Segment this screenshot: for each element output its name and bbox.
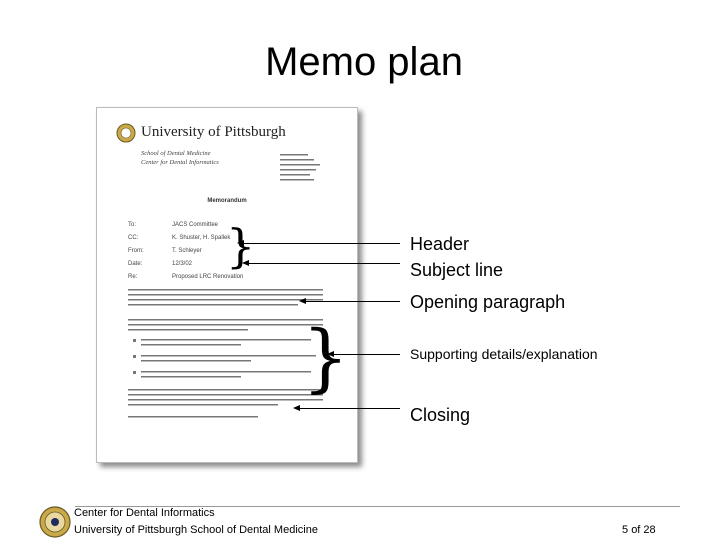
memo-heading: Memorandum bbox=[207, 198, 247, 204]
slide-title: Memo plan bbox=[265, 40, 463, 84]
header-brace: } bbox=[226, 219, 256, 273]
memo-field-value: T. Schleyer bbox=[172, 248, 202, 254]
memo-field-label: From: bbox=[128, 248, 144, 254]
label-header: Header bbox=[410, 234, 470, 254]
memo-document-graphic bbox=[116, 123, 323, 418]
memo-university-name: University of Pittsburgh bbox=[141, 124, 286, 140]
footer-center-name: Center for Dental Informatics bbox=[74, 507, 215, 519]
label-subject-line: Subject line bbox=[410, 260, 504, 280]
details-brace: } bbox=[302, 315, 350, 401]
memo-thumbnail: University of Pittsburgh School of Denta… bbox=[96, 107, 358, 463]
memo-field-value: Proposed LRC Renovation bbox=[172, 274, 244, 280]
memo-field-label: To: bbox=[128, 222, 137, 228]
page-number: 5 of 28 bbox=[622, 524, 656, 536]
memo-field-value: K. Shuster, H. Spallek bbox=[172, 235, 231, 241]
label-supporting-details: Supporting details/explanation bbox=[410, 346, 598, 362]
memo-field-label: Date: bbox=[128, 261, 143, 267]
label-closing: Closing bbox=[410, 405, 471, 425]
memo-field-label: Re: bbox=[128, 274, 138, 280]
university-seal-icon bbox=[39, 506, 71, 538]
label-opening-paragraph: Opening paragraph bbox=[410, 292, 566, 312]
memo-field-value: 12/3/02 bbox=[172, 261, 193, 267]
opening-paragraph-arrow bbox=[299, 298, 400, 304]
header-arrow bbox=[237, 240, 400, 246]
page-total: of 28 bbox=[631, 524, 656, 536]
memo-field-value: JACS Committee bbox=[172, 222, 219, 228]
memo-center-name: Center for Dental Informatics bbox=[141, 159, 219, 166]
supporting-details-arrow bbox=[327, 351, 400, 357]
subject-line-arrow bbox=[242, 260, 400, 266]
memo-field-label: CC: bbox=[128, 235, 139, 241]
footer-divider bbox=[75, 506, 680, 507]
closing-arrow bbox=[293, 405, 400, 411]
memo-school-name: School of Dental Medicine bbox=[141, 150, 211, 157]
page-current: 5 bbox=[622, 524, 629, 536]
footer-school-name: University of Pittsburgh School of Denta… bbox=[74, 524, 318, 536]
